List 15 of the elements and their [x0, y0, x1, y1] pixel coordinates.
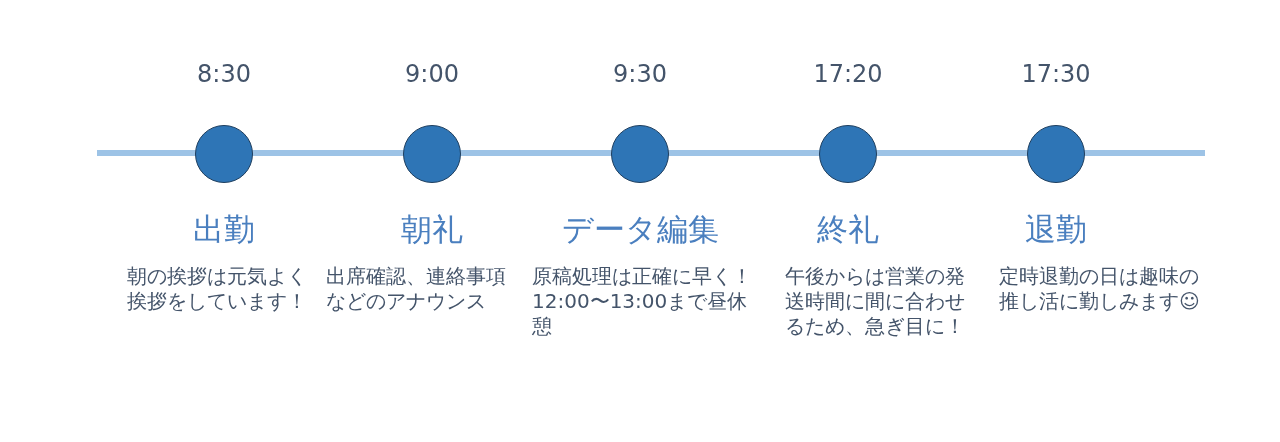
step-title: 退勤	[1024, 210, 1088, 249]
step-description: 出席確認、連絡事項などのアナウンス	[326, 264, 507, 314]
time-label: 17:30	[1020, 60, 1092, 88]
step-title: 朝礼	[400, 210, 464, 249]
time-label: 9:30	[612, 60, 668, 88]
step-title: 終礼	[816, 210, 880, 249]
step-description: 午後からは営業の発送時間に間に合わせるため、急ぎ目に！	[785, 264, 966, 339]
time-label: 8:30	[196, 60, 252, 88]
step-title: データ編集	[560, 210, 720, 249]
step-description: 朝の挨拶は元気よく挨拶をしています！	[127, 264, 308, 314]
step-description: 原稿処理は正確に早く！12:00〜13:00まで昼休憩	[532, 264, 753, 339]
time-label: 17:20	[812, 60, 884, 88]
step-description: 定時退勤の日は趣味の推し活に勤しみます☺	[999, 264, 1201, 314]
step-title: 出勤	[192, 210, 256, 249]
time-label: 9:00	[404, 60, 460, 88]
